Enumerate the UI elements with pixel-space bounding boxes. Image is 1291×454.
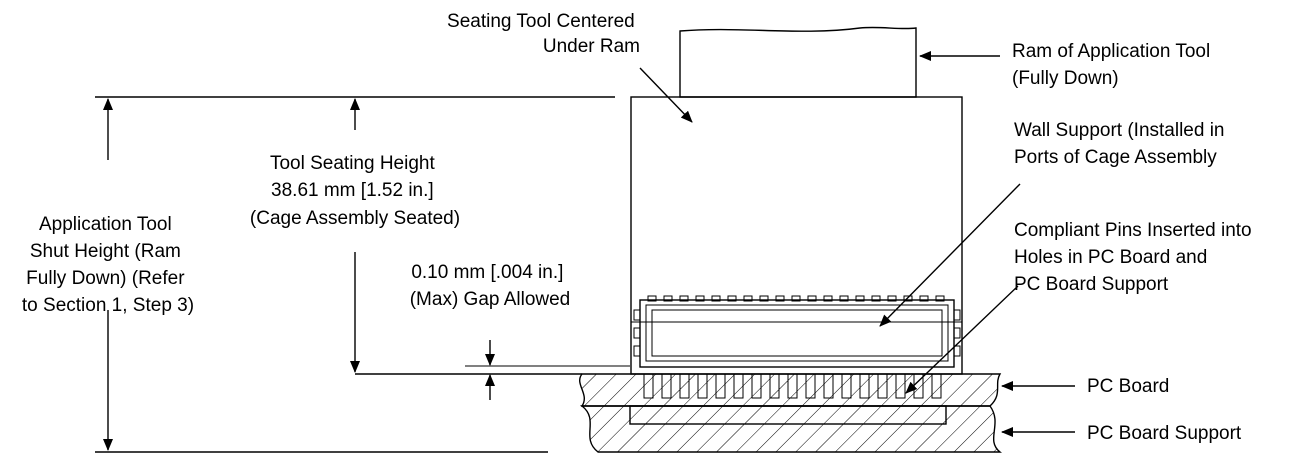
pc-board-support [579,405,1002,453]
shut-height-label: Application Tool Shut Height (Ram Fully … [22,214,194,316]
wall-support-leader [879,183,1021,327]
gap-label: 0.10 mm [.004 in.] (Max) Gap Allowed [410,262,571,310]
seating-tool [630,96,963,375]
compliant-pins [643,373,942,399]
pc-board-label: PC Board [1087,376,1169,397]
compliant-pins-leader [905,285,1019,394]
seating-tool-leader [639,67,693,123]
tool-seating-height-label: Tool Seating Height 38.61 mm [1.52 in.] … [250,153,460,229]
compliant-pins-label: Compliant Pins Inserted into Holes in PC… [1014,220,1257,295]
cage-assembly [633,295,961,368]
wall-support-label: Wall Support (Installed in Ports of Cage… [1014,120,1230,168]
ram [679,26,917,98]
pc-board [579,373,1002,407]
board-support-recess [629,405,947,425]
pc-board-support-label: PC Board Support [1087,423,1242,444]
ram-label: Ram of Application Tool (Fully Down) [1012,41,1216,89]
seating-tool-label: Seating Tool Centered Under Ram [447,11,640,57]
